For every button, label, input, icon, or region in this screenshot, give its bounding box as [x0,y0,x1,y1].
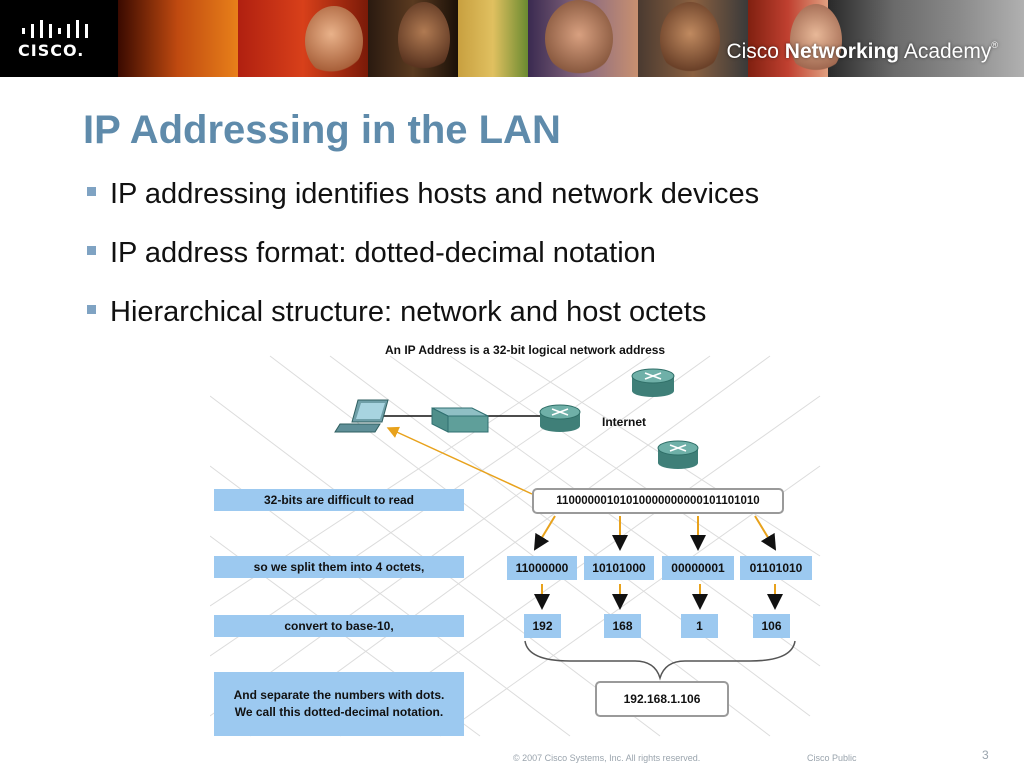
octet-decimal: 1 [681,614,718,638]
bullet-item: IP address format: dotted-decimal notati… [85,229,759,288]
cisco-logo-icon [22,20,88,38]
internet-label: Internet [602,415,647,429]
octet-binary: 00000001 [662,556,734,580]
switch-icon [431,407,489,433]
cisco-logo: CISCO. [0,0,118,77]
router-icon [657,440,699,469]
banner-face [660,2,720,77]
header-banner: CISCO. Cisco Networking Academy® [0,0,1024,77]
bullet-square-icon [87,246,96,255]
banner-photo-strip [118,0,238,77]
banner-face [790,4,842,77]
academy-brand: Cisco Networking Academy® [726,40,998,64]
laptop-icon [334,399,389,433]
footer-copyright: © 2007 Cisco Systems, Inc. All rights re… [513,753,701,763]
diagram-heading: An IP Address is a 32-bit logical networ… [385,343,666,357]
binary-address-box: 11000000101010000000000101101010 [532,488,784,514]
octet-decimal: 192 [524,614,561,638]
academy-strong: Networking [784,40,900,63]
step-label: so we split them into 4 octets, [214,556,464,578]
step-label: And separate the numbers with dots. We c… [214,672,464,736]
bullet-square-icon [87,187,96,196]
bullet-text: IP addressing identifies hosts and netwo… [110,178,760,210]
octet-decimal: 168 [604,614,641,638]
banner-face [305,6,363,76]
octet-binary: 10101000 [584,556,654,580]
banner-photo-strip [458,0,528,77]
banner-face [545,0,613,77]
banner-face [398,2,450,76]
dotted-decimal-result: 192.168.1.106 [595,681,729,717]
slide-title: IP Addressing in the LAN [83,108,561,152]
bullet-text: IP address format: dotted-decimal notati… [110,237,656,269]
bullet-item: IP addressing identifies hosts and netwo… [85,170,759,229]
ip-address-diagram: An IP Address is a 32-bit logical networ… [210,336,825,741]
academy-suffix: Academy [899,40,992,63]
page-number: 3 [982,748,989,762]
octet-decimal: 106 [753,614,790,638]
bullet-list: IP addressing identifies hosts and netwo… [85,170,759,347]
router-icon [539,404,581,432]
cisco-logo-text: CISCO. [18,41,85,60]
octet-binary: 01101010 [740,556,812,580]
grouping-brace [524,640,796,681]
bullet-item: Hierarchical structure: network and host… [85,288,759,347]
octet-binary: 11000000 [507,556,577,580]
bullet-square-icon [87,305,96,314]
step-label: convert to base-10, [214,615,464,637]
router-icon [631,368,675,397]
footer-classification: Cisco Public [807,753,857,763]
academy-prefix: Cisco [726,40,785,63]
step-label: 32-bits are difficult to read [214,489,464,511]
bullet-text: Hierarchical structure: network and host… [110,296,707,328]
banner-photo-strip [828,0,1024,77]
trademark: ® [991,40,998,50]
